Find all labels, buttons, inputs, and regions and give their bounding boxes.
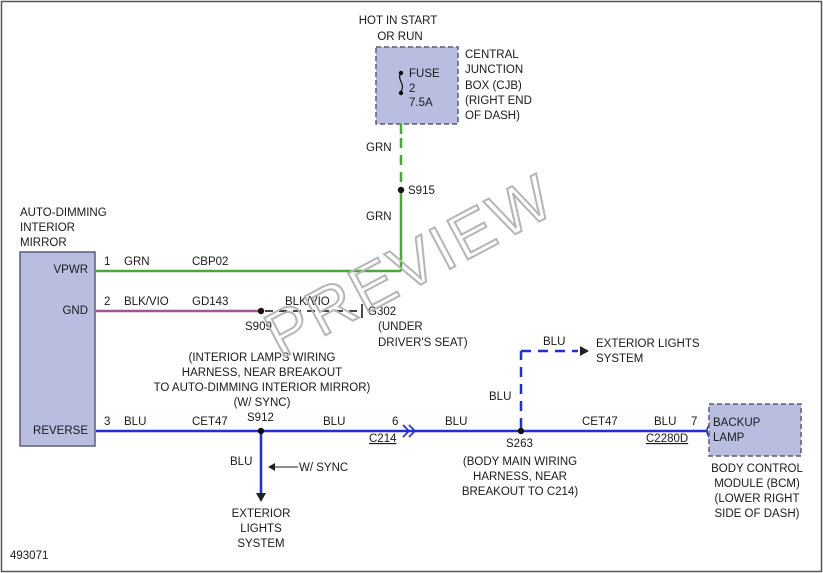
- gnd-circuit: GD143: [192, 296, 228, 308]
- pin-vpwr-name: VPWR: [54, 264, 89, 276]
- fuse-terminal-bottom: [398, 90, 404, 96]
- bcm-title-1: BODY CONTROL: [711, 463, 803, 475]
- s263-branch-color: BLU: [489, 391, 511, 403]
- vpwr-wire-color: GRN: [124, 256, 150, 268]
- s263-desc-2: HARNESS, NEAR: [473, 471, 567, 483]
- bcm-title-2: MODULE (BCM): [714, 478, 800, 490]
- reverse-wire-color-2: BLU: [323, 416, 345, 428]
- bcm-title-3: (LOWER RIGHT: [715, 493, 800, 505]
- s263-dest-2: SYSTEM: [596, 353, 643, 365]
- c214-wire-color-after: BLU: [445, 416, 467, 428]
- mirror-title-1: AUTO-DIMMING: [20, 207, 107, 219]
- cjb-label-1: CENTRAL: [465, 49, 519, 61]
- supply-label-line-2: OR RUN: [377, 31, 422, 43]
- s263-dest-1: EXTERIOR LIGHTS: [596, 338, 700, 350]
- s263-desc-3: BREAKOUT TO C214): [462, 486, 578, 498]
- cjb-label-3: BOX (CJB): [465, 80, 522, 92]
- wire-color-grn-upper: GRN: [366, 142, 392, 154]
- bcm-title-4: SIDE OF DASH): [715, 508, 800, 520]
- pin-1-number: 1: [104, 256, 110, 268]
- arrow-left-icon: [268, 463, 275, 471]
- s263-branch-color-top: BLU: [543, 336, 565, 348]
- splice-s263-label: S263: [506, 438, 533, 450]
- cjb-label-2: JUNCTION: [465, 64, 523, 76]
- s912-desc-1: (INTERIOR LAMPS WIRING: [189, 352, 336, 364]
- pin-gnd-name: GND: [62, 305, 88, 317]
- splice-s263-dot: [517, 427, 525, 435]
- mirror-title-2: INTERIOR: [20, 222, 75, 234]
- reverse-wire-color: BLU: [124, 416, 146, 428]
- cjb-label-4: (RIGHT END: [465, 95, 532, 107]
- w-sync-note: W/ SYNC: [299, 462, 348, 474]
- c214-pin-number: 6: [392, 416, 398, 428]
- s912-desc-3: TO AUTO-DIMMING INTERIOR MIRROR): [154, 382, 371, 394]
- bcm-pin-number: 7: [691, 416, 697, 428]
- exterior-lights-dest-3: SYSTEM: [237, 538, 284, 550]
- splice-s915-dot: [397, 186, 405, 194]
- ground-g302-label: G302: [368, 306, 396, 318]
- c2280d-connector-label: C2280D: [646, 433, 688, 445]
- bcm-inner-1: BACKUP: [713, 417, 761, 429]
- s912-desc-2: HARNESS, NEAR BREAKOUT: [182, 367, 342, 379]
- right-wire-color: BLU: [654, 416, 676, 428]
- vpwr-circuit: CBP02: [192, 256, 228, 268]
- s263-desc-1: (BODY MAIN WIRING: [463, 456, 577, 468]
- splice-s909-dot: [257, 307, 265, 315]
- fuse-number: 2: [409, 83, 415, 95]
- splice-s915-label: S915: [408, 185, 435, 197]
- ground-location-1: (UNDER: [378, 321, 423, 333]
- branch-down-wire-color: BLU: [230, 456, 252, 468]
- s912-desc-4: (W/ SYNC): [234, 397, 291, 409]
- fuse-symbol-icon: [398, 72, 404, 92]
- figure-id: 493071: [10, 550, 48, 562]
- reverse-circuit: CET47: [192, 416, 228, 428]
- cjb-label-5: OF DASH): [465, 110, 520, 122]
- exterior-lights-dest-2: LIGHTS: [240, 523, 282, 535]
- wire-color-grn-lower: GRN: [366, 211, 392, 223]
- splice-s912-label: S912: [247, 412, 274, 424]
- supply-label-line-1: HOT IN START: [359, 15, 438, 27]
- splice-s909-label: S909: [245, 321, 272, 333]
- fuse-rating: 7.5A: [409, 97, 433, 109]
- c214-connector-icon: [402, 424, 417, 438]
- ground-location-2: DRIVER'S SEAT): [378, 337, 468, 349]
- gnd-wire-color: BLK/VIO: [124, 296, 169, 308]
- gnd-wire-color-after: BLK/VIO: [285, 296, 330, 308]
- mirror-title-3: MIRROR: [20, 237, 67, 249]
- splice-s912-dot: [257, 427, 265, 435]
- pin-2-number: 2: [104, 296, 110, 308]
- junction-box: [375, 46, 459, 125]
- c214-connector-label: C214: [369, 433, 397, 445]
- fuse-label: FUSE: [409, 68, 440, 80]
- pin-reverse-name: REVERSE: [33, 425, 88, 437]
- right-wire-circuit: CET47: [582, 416, 618, 428]
- exterior-lights-dest-1: EXTERIOR: [232, 508, 291, 520]
- pin-3-number: 3: [104, 416, 110, 428]
- body-control-module: [708, 403, 802, 457]
- auto-dimming-mirror-module: [19, 251, 96, 447]
- arrow-down-icon: [256, 493, 266, 502]
- arrow-right-icon: [580, 346, 589, 356]
- bcm-inner-2: LAMP: [713, 432, 745, 444]
